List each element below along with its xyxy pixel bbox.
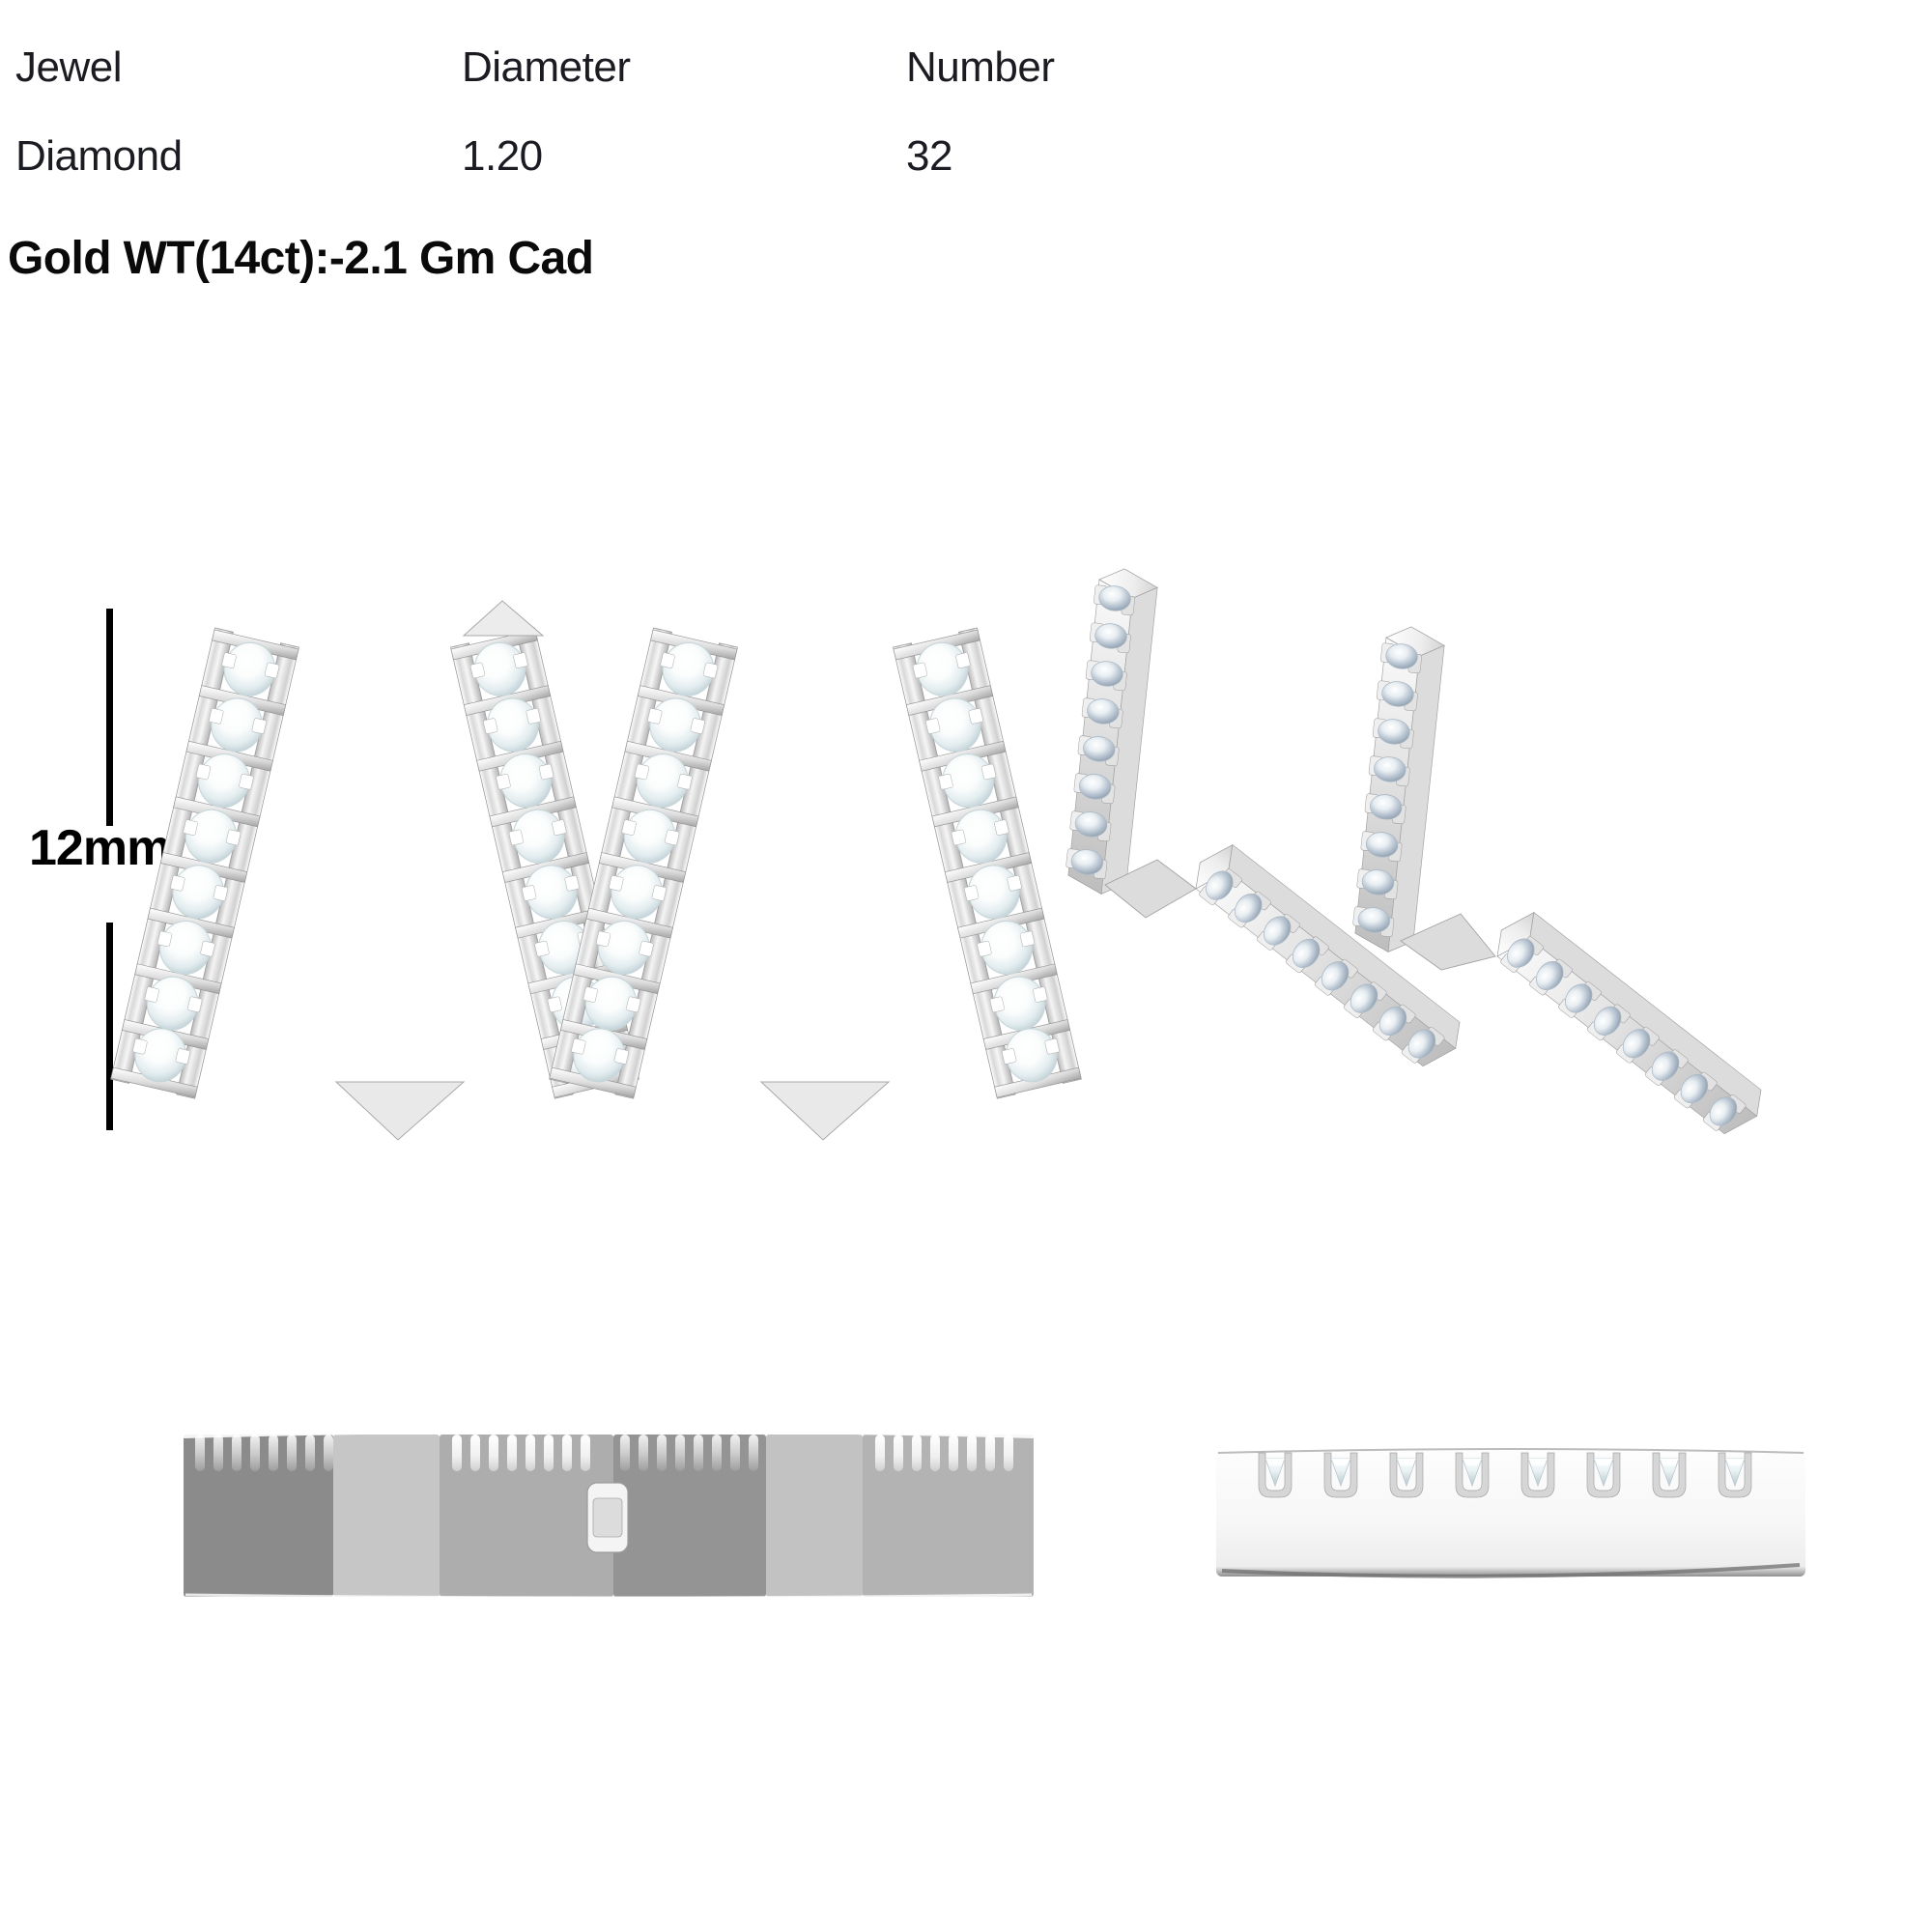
- top-profile-view: [174, 1406, 1043, 1600]
- bottom-profile-view: [1212, 1410, 1811, 1604]
- dimension-line-lower: [106, 923, 113, 1130]
- w-bottom-tips: [334, 1081, 891, 1141]
- table-row: Diamond 1.20 32: [0, 118, 1352, 195]
- dimension-line-upper: [106, 609, 113, 826]
- perspective-stroke-4: [1485, 902, 1772, 1146]
- column-header-jewel: Jewel: [15, 43, 123, 91]
- gold-weight-note: Gold WT(14ct):-2.1 Gm Cad: [8, 233, 594, 284]
- perspective-base-wedges: [1104, 859, 1496, 971]
- cell-diameter: 1.20: [462, 132, 543, 180]
- perspective-view-w-letter: [1063, 565, 1816, 1146]
- dimension-12mm: 12mm: [0, 580, 232, 1159]
- w-stroke-4: [892, 627, 1082, 1099]
- cell-jewel: Diamond: [15, 132, 183, 180]
- cell-number: 32: [906, 132, 952, 180]
- center-clasp-detail: [586, 1482, 629, 1553]
- band-body: [1216, 1451, 1805, 1577]
- column-header-diameter: Diameter: [462, 43, 631, 91]
- spec-table-header-row: Jewel Diameter Number: [0, 29, 1352, 106]
- perspective-stroke-3: [1350, 623, 1447, 955]
- front-view-w-letter: [110, 580, 1092, 1159]
- dimension-label: 12mm: [29, 820, 171, 876]
- w-top-crest: [462, 600, 545, 637]
- profile-band-segments: [184, 1435, 1034, 1597]
- column-header-number: Number: [906, 43, 1055, 91]
